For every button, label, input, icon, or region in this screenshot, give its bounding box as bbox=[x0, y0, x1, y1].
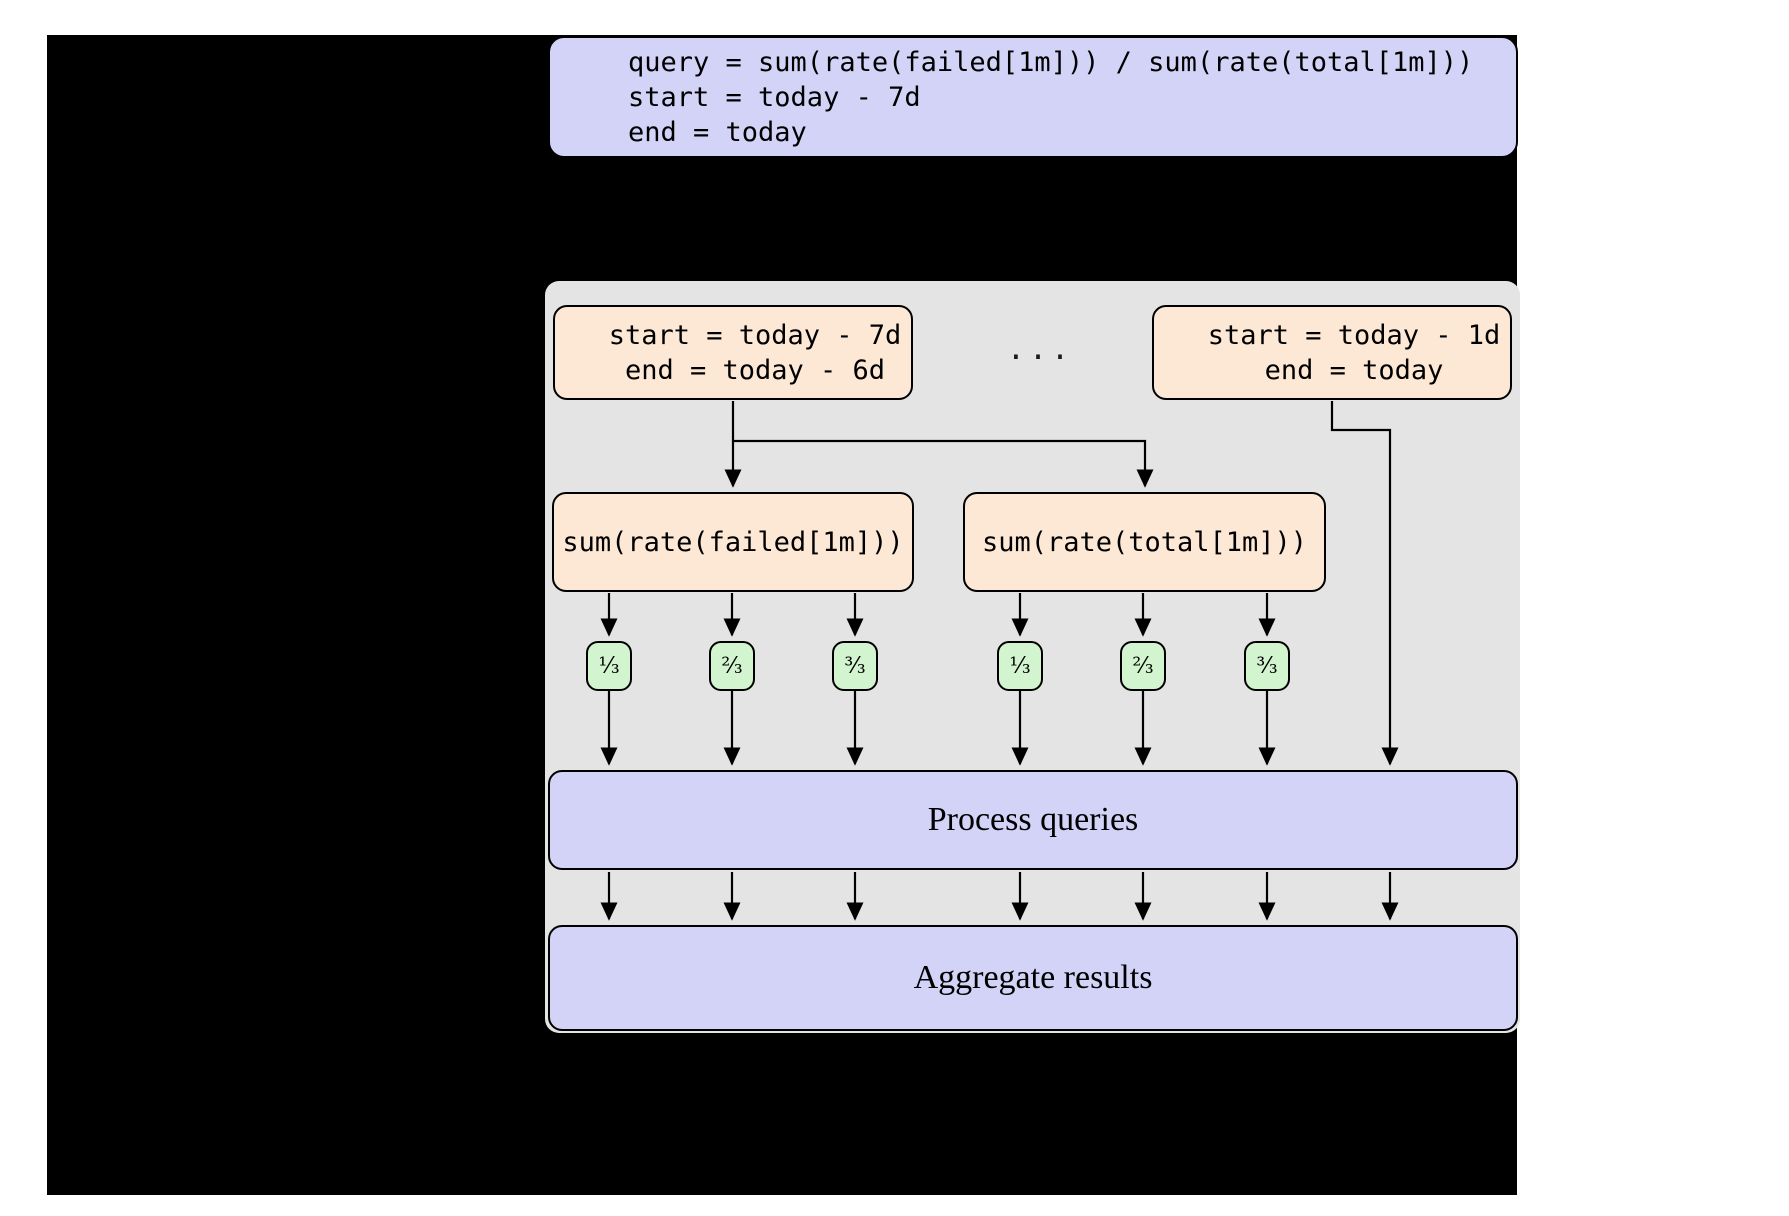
shard-range-last: start = today - 1d end = today bbox=[1152, 305, 1512, 400]
shard-last-end: end = today bbox=[1264, 354, 1444, 386]
shard-last-start: start = today - 1d bbox=[1207, 319, 1501, 351]
fraction-chip-total-3: ³⁄₃ bbox=[1244, 641, 1290, 691]
subquery-failed-box: sum(rate(failed[1m])) bbox=[552, 492, 914, 592]
process-queries-label: Process queries bbox=[927, 801, 1139, 838]
query-line-end: end = today bbox=[628, 116, 807, 148]
query-definition-box: query = sum(rate(failed[1m])) / sum(rate… bbox=[548, 36, 1518, 158]
fraction-chip-failed-3: ³⁄₃ bbox=[832, 641, 878, 691]
query-line-start: start = today - 7d bbox=[628, 81, 921, 113]
shard-first-start: start = today - 7d bbox=[608, 319, 902, 351]
process-queries-bar: Process queries bbox=[548, 770, 1518, 870]
fraction-chip-failed-2: ²⁄₃ bbox=[709, 641, 755, 691]
shard-range-first: start = today - 7d end = today - 6d bbox=[553, 305, 913, 400]
aggregate-results-label: Aggregate results bbox=[913, 959, 1153, 996]
shard-ellipsis: ... bbox=[1006, 332, 1074, 367]
subquery-total-label: sum(rate(total[1m])) bbox=[981, 526, 1308, 558]
subquery-failed-label: sum(rate(failed[1m])) bbox=[562, 526, 904, 558]
fraction-chip-total-2: ²⁄₃ bbox=[1120, 641, 1166, 691]
shard-first-end: end = today - 6d bbox=[624, 354, 886, 386]
subquery-total-box: sum(rate(total[1m])) bbox=[963, 492, 1326, 592]
fraction-chip-failed-1: ¹⁄₃ bbox=[586, 641, 632, 691]
fraction-chip-total-1: ¹⁄₃ bbox=[997, 641, 1043, 691]
aggregate-results-bar: Aggregate results bbox=[548, 925, 1518, 1031]
query-line-query: query = sum(rate(failed[1m])) / sum(rate… bbox=[628, 46, 1474, 78]
